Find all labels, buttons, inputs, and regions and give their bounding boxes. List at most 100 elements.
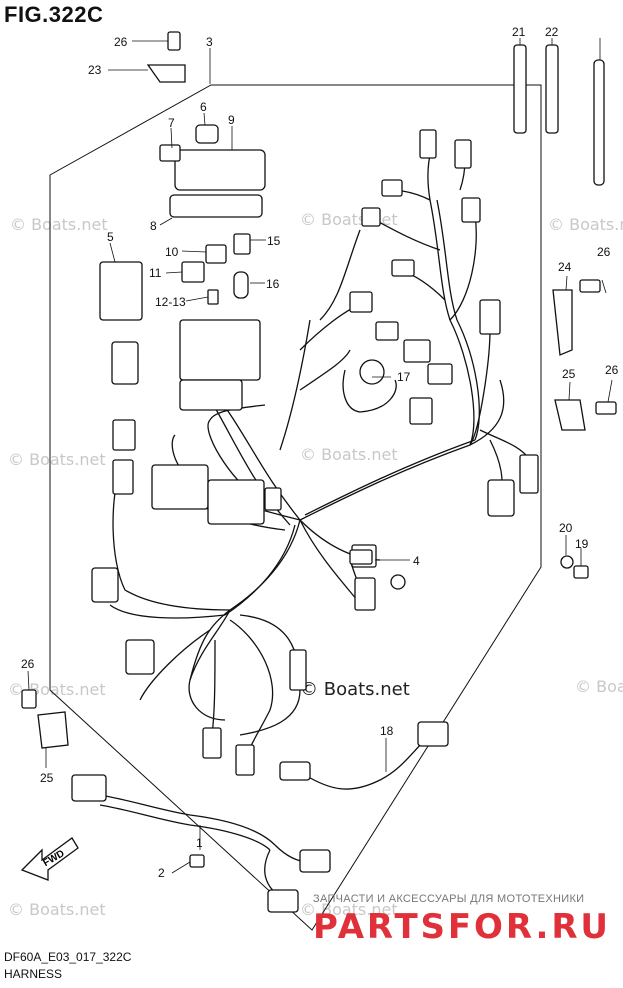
cable-tie [513, 44, 527, 134]
callout-4: 4 [413, 554, 420, 568]
callout-3: 3 [206, 35, 213, 49]
relay-small [205, 244, 227, 264]
connector [391, 259, 415, 277]
callout-15: 16 [266, 277, 280, 291]
callout-22: 23 [88, 63, 102, 77]
callout-9: 9 [228, 113, 235, 127]
fuse-cap [233, 271, 249, 299]
bracket [146, 64, 186, 83]
callout-18: 19 [575, 537, 589, 551]
nut [573, 565, 589, 579]
callout-24: 25 [40, 771, 54, 785]
watermark-text: © Boats.net [548, 215, 623, 234]
connector [112, 419, 136, 451]
connector [91, 567, 119, 603]
connector [264, 487, 282, 511]
callout-7: 7 [168, 116, 175, 130]
connector [519, 454, 539, 494]
callout-14: 15 [267, 234, 281, 248]
callout-25: 26 [597, 245, 611, 259]
ecu-connector [207, 479, 265, 525]
connector [479, 299, 501, 335]
bolt [579, 279, 601, 293]
callout-8: 8 [150, 219, 157, 233]
connector [427, 363, 453, 385]
connector [299, 849, 331, 873]
watermark-text: © Boats.net [8, 900, 106, 919]
connector-layer [21, 31, 617, 913]
clip [159, 144, 181, 162]
callout-10: 10 [165, 245, 179, 259]
assembly-frame [49, 84, 542, 931]
relay-small [233, 233, 251, 255]
connector [403, 339, 431, 363]
bolt [167, 31, 181, 51]
partsfor-logo: PARTSFOR.RU [313, 907, 608, 946]
logo-text: PARTSFOR.RU [313, 907, 608, 946]
watermark-text: © Boats.net [300, 445, 398, 464]
leader-lines [27, 38, 613, 874]
watermark-text: © Boats.net [300, 900, 398, 919]
callout-12-13: 12-13 [155, 295, 186, 309]
callout-16: 17 [397, 370, 411, 384]
watermark-text: © Boats.net [575, 677, 623, 696]
relay [99, 261, 143, 321]
connector [409, 397, 433, 425]
callout-25: 26 [605, 363, 619, 377]
figure-name: HARNESS [4, 967, 63, 981]
connector [71, 774, 107, 802]
connector [349, 291, 373, 313]
ecu-connector [151, 464, 209, 510]
bracket [554, 399, 586, 431]
callout-19: 20 [559, 521, 573, 535]
connector [454, 139, 472, 169]
fuse [207, 289, 219, 305]
cable-tie [593, 59, 605, 186]
callout-1: 1 [196, 836, 203, 850]
watermark-text: © Boats.net [10, 215, 108, 234]
relay-small [349, 549, 373, 565]
callout-23: 24 [558, 260, 572, 274]
cable-tie [545, 44, 559, 134]
bracket [552, 289, 573, 356]
bolt [21, 689, 37, 709]
grommet [195, 124, 219, 144]
callout-layer: 3 26 23 6 7 9 8 5 10 15 11 16 12-13 17 4… [21, 25, 619, 880]
bracket [37, 711, 69, 749]
connector [235, 744, 255, 776]
ring-terminal [390, 574, 406, 590]
connector [381, 179, 403, 197]
fwd-arrow: FWD [20, 837, 79, 881]
callout-6: 6 [200, 100, 207, 114]
figure-title: FIG.322C [4, 2, 104, 27]
connector [125, 639, 155, 675]
watermark-text: © Boats.net [300, 210, 398, 229]
connector [279, 761, 311, 781]
relay-small [181, 261, 205, 283]
connector [289, 649, 307, 691]
connector [417, 721, 449, 747]
callout-17: 18 [380, 724, 394, 738]
callout-11: 11 [149, 266, 162, 280]
connector [111, 341, 139, 385]
connector [267, 889, 299, 913]
connector [112, 459, 134, 495]
connector [202, 727, 222, 759]
callout-21: 22 [545, 25, 559, 39]
connector [487, 479, 515, 517]
watermark-text: © Boats.net [8, 450, 106, 469]
callout-25: 26 [114, 35, 128, 49]
washer [560, 555, 574, 569]
fuse-box-cover [174, 149, 266, 191]
sensor [359, 359, 385, 385]
callout-25: 26 [21, 657, 35, 671]
connector [419, 129, 437, 159]
watermark-center: © Boats.net [300, 679, 410, 700]
connector [375, 321, 399, 341]
nut [189, 854, 205, 868]
bolt [595, 401, 617, 415]
callout-5: 5 [107, 230, 114, 244]
connector [361, 207, 381, 227]
callout-24: 25 [562, 367, 576, 381]
